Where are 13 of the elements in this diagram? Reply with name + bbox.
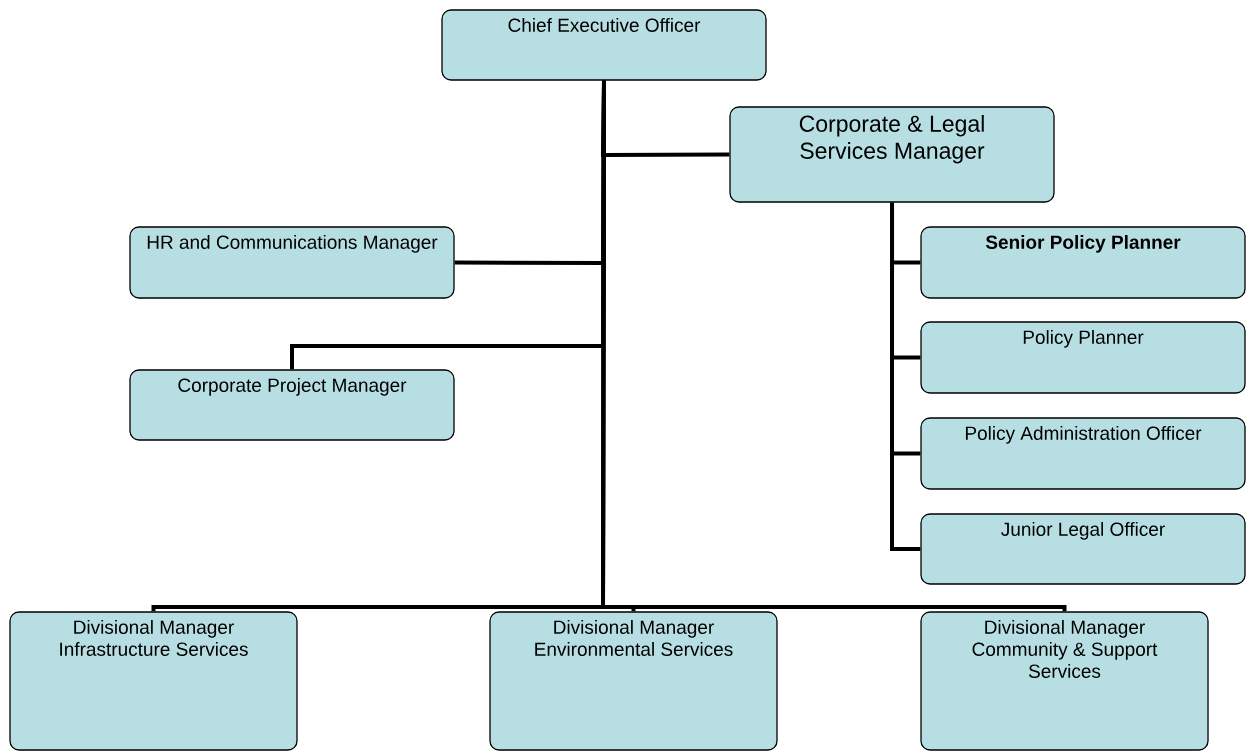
org-box: Junior Legal Officer (920, 513, 1246, 585)
org-box: Chief Executive Officer (441, 9, 767, 81)
org-box: Divisional Manager Environmental Services (489, 611, 778, 751)
org-box: Policy Administration Officer (920, 417, 1246, 490)
org-box: Corporate Project Manager (129, 369, 455, 441)
org-box: Divisional Manager Infrastructure Services (9, 611, 298, 751)
org-box: Senior Policy Planner (920, 226, 1246, 299)
org-box: HR and Communications Manager (129, 226, 455, 299)
org-box: Divisional Manager Community & Support Services (920, 611, 1209, 751)
org-box: Policy Planner (920, 321, 1246, 394)
connector-line (890, 202, 921, 551)
org-box: Corporate & Legal Services Manager (729, 106, 1055, 203)
connector-line (601, 80, 1067, 613)
